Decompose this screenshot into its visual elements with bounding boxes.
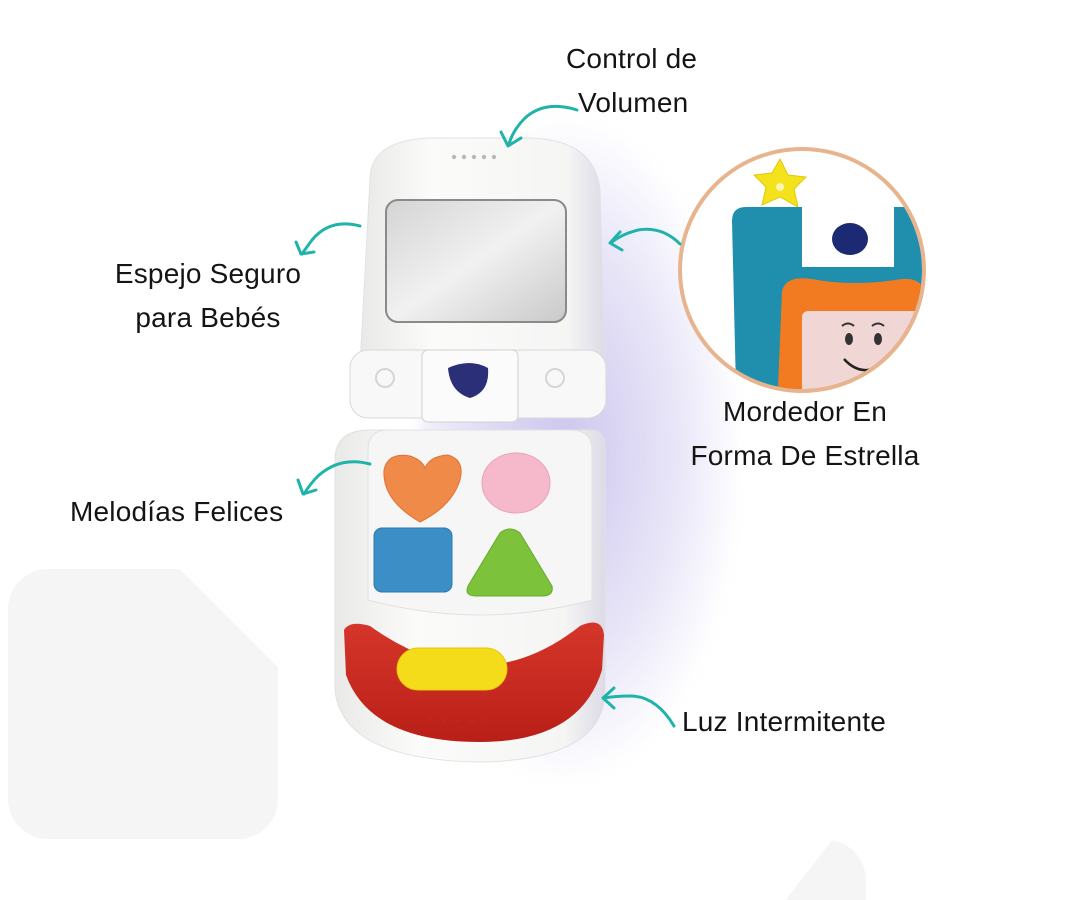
label-volume-control-line2: Volumen (578, 87, 689, 118)
label-flashing-light-line1: Luz Intermitente (682, 706, 886, 737)
bg-decor-shape-bottom-right (770, 840, 866, 900)
label-star-teether: Mordedor En Forma De Estrella (660, 390, 950, 478)
label-safe-mirror-line1: Espejo Seguro (114, 258, 302, 289)
label-happy-melodies-line1: Melodías Felices (70, 496, 284, 527)
label-safe-mirror-line2: para Bebés (135, 302, 281, 333)
hinge-knob (448, 363, 489, 398)
phone-toy-image (330, 130, 620, 770)
label-volume-control-line1: Control de (566, 43, 698, 74)
arrow-light-icon (601, 686, 676, 728)
label-safe-mirror: Espejo Seguro para Bebés (90, 252, 326, 340)
arrow-volume-icon (499, 104, 579, 148)
triangle-button (466, 528, 553, 597)
label-star-teether-line1: Mordedor En (722, 396, 888, 427)
star-teether-callout (678, 147, 926, 393)
heart-button (383, 454, 462, 523)
mirror (385, 199, 567, 323)
label-star-teether-line2: Forma De Estrella (690, 440, 920, 471)
arrow-teether-icon (608, 227, 682, 252)
arrow-mirror-icon (294, 222, 362, 256)
label-happy-melodies: Melodías Felices (70, 490, 283, 534)
circle-button (481, 452, 551, 514)
square-button (373, 527, 453, 593)
flash-light-button (396, 647, 508, 691)
bg-decor-shape-left (8, 569, 278, 839)
label-flashing-light: Luz Intermitente (682, 700, 886, 744)
arrow-melodies-icon (296, 460, 372, 496)
label-volume-control: Control de Volumen (566, 37, 697, 125)
